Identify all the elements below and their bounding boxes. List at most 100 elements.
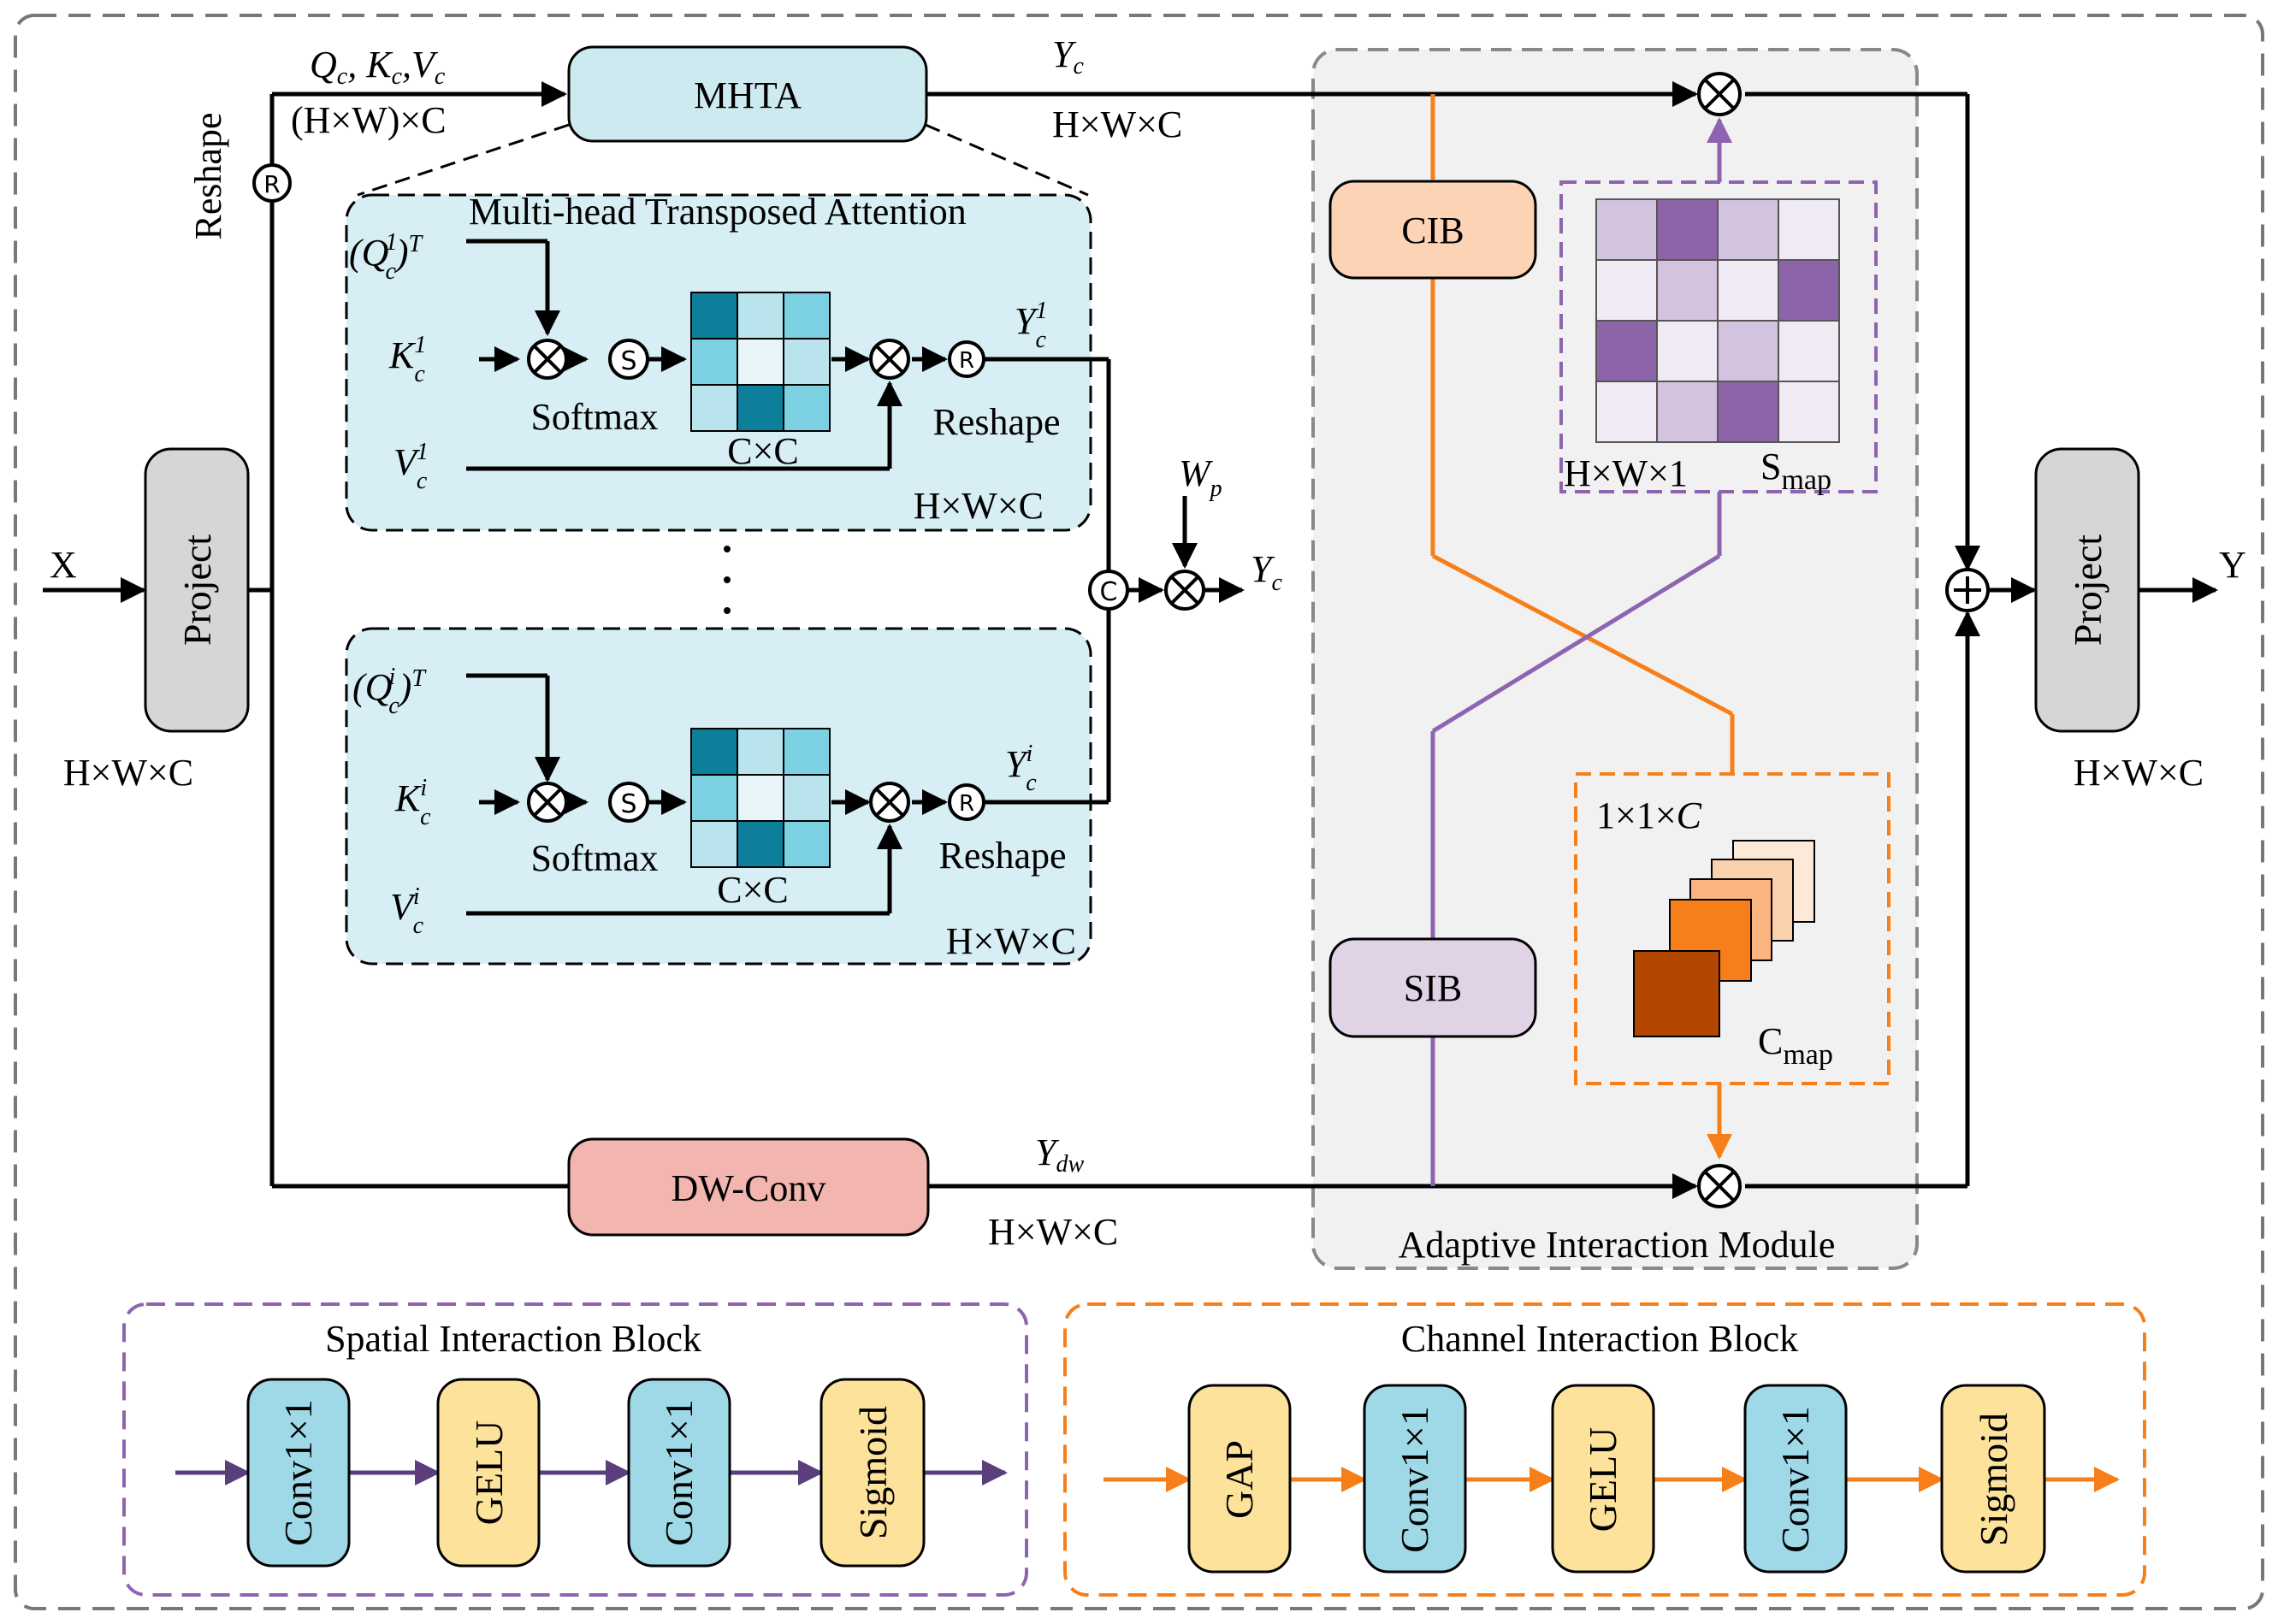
cib-label: CIB	[1401, 210, 1464, 251]
head1-reshape-label: Reshape	[932, 401, 1060, 443]
smap-label: Smap	[1760, 446, 1831, 496]
yc-top-dims: H×W×C	[1052, 103, 1182, 145]
main-connectors	[43, 81, 2218, 1199]
svg-text:Sigmoid: Sigmoid	[1972, 1413, 2015, 1546]
head1-cxc-matrix	[690, 292, 831, 432]
svg-text:GELU: GELU	[1581, 1427, 1624, 1532]
aim-title: Adaptive Interaction Module	[1399, 1224, 1836, 1266]
svg-text:Conv1×1: Conv1×1	[1393, 1406, 1436, 1553]
reshape-op: R	[252, 163, 292, 203]
cib-block-title: Channel Interaction Block	[1401, 1318, 1798, 1360]
concat-connectors	[1106, 359, 1245, 802]
reshape-label: Reshape	[187, 112, 229, 239]
concat-op: C	[1088, 570, 1129, 611]
headi-softmax-op: S	[608, 782, 649, 823]
cmap-stack	[1633, 840, 1815, 1037]
svg-text:Conv1×1: Conv1×1	[276, 1399, 320, 1546]
outer-frame	[14, 14, 2264, 1610]
sib-block-title: Spatial Interaction Block	[325, 1318, 701, 1360]
dwconv-label: DW-Conv	[672, 1167, 826, 1209]
smap-dims: H×W×1	[1564, 452, 1688, 494]
sib-label: SIB	[1404, 967, 1462, 1009]
wp-label: Wp	[1179, 452, 1222, 502]
head1-multiply-2	[869, 339, 910, 380]
head1-s-symbol: S	[620, 346, 636, 376]
project-in-box: Project	[144, 447, 250, 733]
sib-item-conv2: Conv1×1	[627, 1378, 731, 1568]
head1-r-symbol: R	[959, 348, 974, 374]
headi-multiply-1	[527, 782, 568, 823]
attention-title: Multi-head Transposed Attention	[469, 191, 967, 233]
cmap-label: Cmap	[1758, 1020, 1833, 1071]
svg-text:Conv1×1: Conv1×1	[657, 1399, 701, 1546]
project-in-label: Project	[175, 534, 219, 647]
sib-box: SIB	[1328, 937, 1537, 1038]
output-y: Y	[2219, 544, 2246, 586]
cib-item-sigmoid: Sigmoid	[1940, 1384, 2046, 1574]
head1-dims: H×W×C	[914, 485, 1044, 527]
yc-out-label: Yc	[1251, 548, 1282, 596]
head1-multiply-1	[527, 339, 568, 380]
svg-text:Sigmoid: Sigmoid	[851, 1406, 895, 1539]
qkv-label: Qc, Kc,Vc	[310, 44, 446, 90]
project-out-box: Project	[2034, 447, 2140, 733]
aim-multiply-bottom	[1697, 1164, 1742, 1208]
dims-out: H×W×C	[2074, 752, 2204, 794]
svg-text:GAP: GAP	[1217, 1440, 1261, 1519]
cib-item-conv2: Conv1×1	[1743, 1384, 1848, 1574]
headi-reshape-op: R	[948, 783, 985, 821]
svg-text:Conv1×1: Conv1×1	[1773, 1406, 1817, 1553]
mhta-box: MHTA	[567, 45, 928, 143]
concat-c-symbol: C	[1100, 577, 1118, 607]
cib-item-gap: GAP	[1187, 1384, 1292, 1574]
head1-cxc-label: C×C	[727, 430, 799, 472]
headi-s-symbol: S	[620, 789, 636, 819]
dwconv-box: DW-Conv	[567, 1137, 930, 1237]
zoom-line-right	[925, 123, 1089, 197]
cib-box: CIB	[1328, 180, 1537, 280]
head1-softmax-op: S	[608, 339, 649, 380]
headi-reshape-label: Reshape	[938, 835, 1066, 877]
smap-container	[1559, 180, 1878, 493]
headi-multiply-2	[869, 782, 910, 823]
cmap-dims: 1×1×C	[1596, 794, 1702, 836]
headi-cxc-matrix	[690, 728, 831, 868]
sib-item-sigmoid: Sigmoid	[819, 1378, 926, 1568]
headi-r-symbol: R	[959, 791, 974, 817]
cib-item-conv1: Conv1×1	[1363, 1384, 1467, 1574]
sib-block-frame	[122, 1302, 1028, 1597]
svg-text:GELU: GELU	[467, 1420, 511, 1526]
zoom-line-left	[357, 123, 570, 197]
smap-grid	[1595, 198, 1840, 443]
head1-softmax-label: Softmax	[530, 396, 658, 438]
wp-multiply-op	[1164, 570, 1205, 611]
mhta-label: MHTA	[694, 74, 802, 116]
sum-op	[1945, 568, 1990, 612]
headi-dims: H×W×C	[946, 920, 1076, 962]
aim-multiply-top	[1697, 72, 1742, 116]
reshape-r-symbol: R	[263, 170, 280, 198]
project-out-label: Project	[2066, 534, 2109, 647]
aim-purple-path	[1430, 117, 1732, 1186]
head1-connectors	[466, 239, 1109, 471]
yc-top-label: Yc	[1052, 33, 1084, 80]
input-x: X	[50, 544, 77, 586]
dims-in: H×W×C	[63, 752, 193, 794]
cib-block-frame	[1063, 1302, 2146, 1597]
headi-cxc-label: C×C	[717, 869, 789, 911]
sib-item-conv1: Conv1×1	[246, 1378, 351, 1568]
heads-ellipsis	[724, 546, 731, 614]
cib-item-gelu: GELU	[1551, 1384, 1655, 1574]
ydw-label: Ydw	[1035, 1131, 1084, 1178]
sib-item-gelu: GELU	[436, 1378, 541, 1568]
cmap-container	[1574, 772, 1890, 1085]
aim-orange-path	[1430, 94, 1735, 1160]
